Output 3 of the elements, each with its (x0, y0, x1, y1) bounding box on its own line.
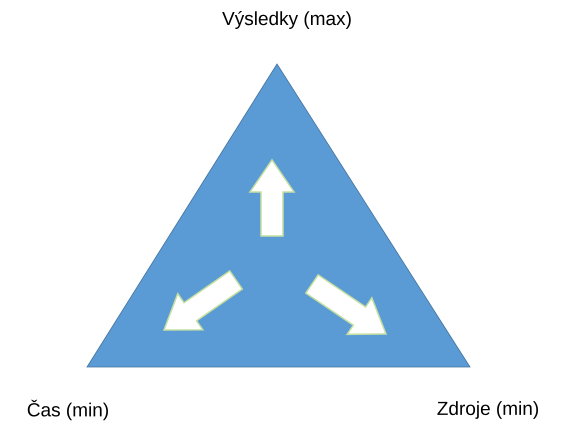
corner-label: Zdroje (min) (437, 401, 538, 419)
corner-label: Výsledky (max) (222, 11, 351, 29)
corner-label: Čas (min) (28, 400, 108, 420)
